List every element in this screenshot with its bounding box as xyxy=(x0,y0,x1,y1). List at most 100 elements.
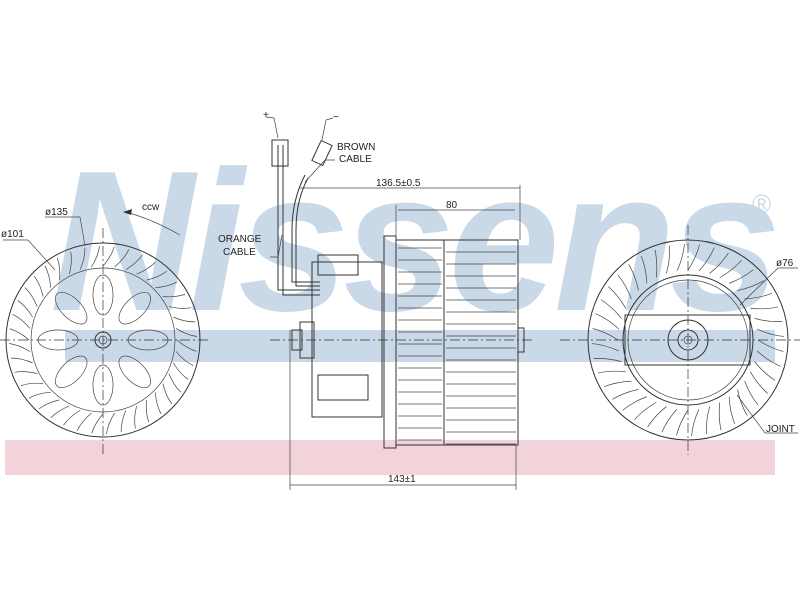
fan-blade xyxy=(687,244,700,271)
spoke-window xyxy=(55,355,88,388)
fan-blade xyxy=(175,351,194,367)
fan-blade xyxy=(718,402,722,431)
fan-blade xyxy=(176,339,197,352)
fan-blade xyxy=(14,371,38,374)
spoke-window xyxy=(37,329,79,351)
fan-blade xyxy=(593,358,622,362)
fan-blade xyxy=(56,257,61,281)
fan-blade xyxy=(28,391,51,399)
nissens-watermark: Nissens ® xyxy=(5,130,781,475)
fan-blade xyxy=(750,306,779,310)
orange-cable-label-2: CABLE xyxy=(223,247,256,258)
fan-blade xyxy=(592,328,619,341)
fan-blade xyxy=(622,396,647,411)
brown-cable-label-2: CABLE xyxy=(339,154,372,165)
fan-blade xyxy=(757,339,784,352)
fan-blade xyxy=(155,281,178,289)
fan-blade xyxy=(63,410,81,426)
fan-blade xyxy=(756,350,781,367)
joint-label: JOINT xyxy=(766,424,795,435)
fan-blade xyxy=(608,286,626,309)
fan-front-view xyxy=(0,228,210,455)
fan-blade xyxy=(91,246,100,268)
orange-cable-label: ORANGE xyxy=(218,234,262,245)
fan-blade xyxy=(38,399,60,410)
blower-side-view xyxy=(270,139,535,449)
fan-blade xyxy=(76,412,92,431)
fan-blade xyxy=(24,287,38,307)
fan-blade xyxy=(634,402,657,420)
spoke-window xyxy=(92,274,114,316)
watermark-blue-band xyxy=(65,330,775,362)
fan-blade xyxy=(754,318,783,322)
fan-blade xyxy=(737,389,748,416)
fan-blade xyxy=(136,261,156,275)
fan-blade xyxy=(597,370,626,374)
spoke-window xyxy=(127,329,169,351)
fan-blade xyxy=(168,373,182,393)
fan-blade xyxy=(750,371,768,394)
spoke-window xyxy=(118,292,151,325)
fan-blade xyxy=(146,270,168,281)
fan-blade xyxy=(647,406,667,428)
fan-blade xyxy=(125,254,143,270)
fan-blade xyxy=(173,316,196,323)
fan-blade xyxy=(120,410,127,433)
fan-blade xyxy=(719,260,742,278)
fan-blade xyxy=(50,405,70,419)
fan-blade xyxy=(676,409,689,436)
dia-inner: ø101 xyxy=(1,229,24,240)
fan-blade xyxy=(698,247,715,272)
minus-terminal-label: − xyxy=(333,112,339,123)
fan-blade xyxy=(600,299,622,319)
fan-blade xyxy=(9,343,31,352)
fan-blade xyxy=(114,249,130,268)
fan-blade xyxy=(756,328,784,337)
fan-blade xyxy=(9,328,30,341)
fan-blade xyxy=(709,252,729,274)
fan-blade xyxy=(592,343,620,352)
fan-blade xyxy=(91,413,104,434)
labels: + − BROWN CABLE ORANGE CABLE 136.5±0.5 8… xyxy=(1,110,795,485)
registered-mark: ® xyxy=(752,189,771,219)
fan-blade xyxy=(691,408,700,436)
fan-blade xyxy=(728,396,736,424)
fan-blade xyxy=(175,328,197,337)
fan-blade xyxy=(20,382,44,387)
plus-terminal-label: + xyxy=(263,110,269,121)
fan-blade xyxy=(173,362,189,380)
brown-cable-label: BROWN xyxy=(337,142,375,153)
fan-blade xyxy=(754,361,776,381)
spoke-window xyxy=(118,355,151,388)
fan-blade xyxy=(12,313,31,329)
fan-blade xyxy=(706,406,710,435)
fan-blade xyxy=(628,264,639,291)
fan-blade xyxy=(676,244,685,272)
fan-blade xyxy=(102,246,115,267)
fan-blade xyxy=(744,292,772,300)
fan-blade xyxy=(617,274,632,299)
fan-blade xyxy=(79,247,86,270)
fan-blade xyxy=(17,300,33,318)
fan-blade xyxy=(145,399,150,423)
fan-blade xyxy=(595,313,620,330)
fan-blade xyxy=(604,380,632,388)
fan-blade xyxy=(33,275,44,297)
fan-blade xyxy=(106,412,115,434)
fan-blade xyxy=(10,357,33,364)
fan-blade xyxy=(666,245,670,274)
watermark-pink-band xyxy=(5,440,775,475)
fan-rear-view xyxy=(560,225,800,455)
dim-wheel-width: 80 xyxy=(446,200,458,211)
fan-blade xyxy=(640,256,648,284)
fan-blade xyxy=(612,389,639,400)
fan-blade xyxy=(162,293,186,298)
fan-blade xyxy=(661,408,678,433)
dim-length: 136.5±0.5 xyxy=(376,178,421,189)
fan-blade xyxy=(44,265,52,288)
fan-blade xyxy=(168,306,192,309)
fan-blade xyxy=(737,280,764,291)
dia-outer: ø135 xyxy=(45,207,68,218)
